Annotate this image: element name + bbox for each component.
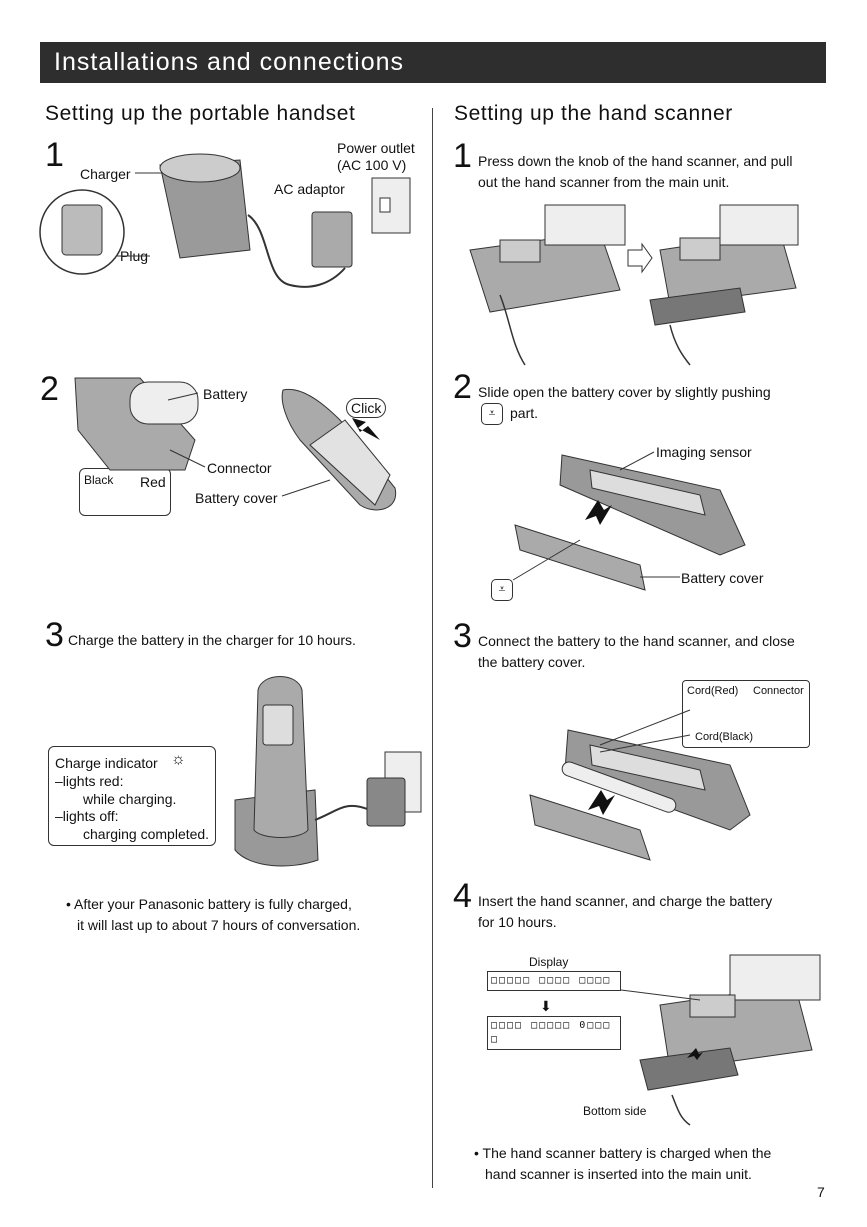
bottom-side-label: Bottom side xyxy=(583,1104,647,1118)
right-step1-text: Press down the knob of the hand scanner,… xyxy=(478,151,792,193)
right-step4-line2: for 10 hours. xyxy=(478,914,557,930)
page-title: Installations and connections xyxy=(54,48,405,76)
black-label: Black xyxy=(84,473,114,487)
power-outlet-label: Power outlet (AC 100 V) xyxy=(337,140,415,174)
right-note-line2: hand scanner is inserted into the main u… xyxy=(485,1166,752,1182)
left-step1-number: 1 xyxy=(45,136,64,174)
right-step1-number: 1 xyxy=(453,137,472,175)
cord-red-label: Cord(Red) xyxy=(687,685,739,697)
right-step4-text: Insert the hand scanner, and charge the … xyxy=(478,891,772,933)
power-outlet-line1: Power outlet xyxy=(337,140,415,156)
connector-detail-box: Black Red xyxy=(79,468,171,516)
right-note: • The hand scanner battery is charged wh… xyxy=(474,1143,771,1185)
column-divider xyxy=(432,108,433,1188)
down-arrow-icon: ⬇ xyxy=(540,998,552,1014)
right-step3-line1: Connect the battery to the hand scanner,… xyxy=(478,633,795,649)
right-battery-cover-label: Battery cover xyxy=(681,570,764,586)
left-step3-text: Charge the battery in the charger for 10… xyxy=(68,632,356,648)
left-note-line1: • After your Panasonic battery is fully … xyxy=(66,896,352,912)
charge-indicator-box: Charge indicator ☼ –lights red: while ch… xyxy=(48,746,216,846)
power-outlet-line2: (AC 100 V) xyxy=(337,157,407,173)
right-step1-line2: out the hand scanner from the main unit. xyxy=(478,174,730,190)
page-number: 7 xyxy=(817,1184,825,1200)
connector-label: Connector xyxy=(207,460,272,476)
right-note-line1-text: The hand scanner battery is charged when… xyxy=(482,1145,772,1161)
cord-detail-box: Cord(Red) Connector Cord(Black) xyxy=(682,680,810,748)
left-step2-number: 2 xyxy=(40,370,59,408)
push-mark-icon: ⩡ xyxy=(481,403,503,425)
indicator-line1: –lights red: xyxy=(55,773,124,789)
lcd-line1: □□□□□ □□□□ □□□□ xyxy=(487,971,621,991)
lcd-line2: □□□□ □□□□□ 0□□□ □ xyxy=(487,1016,621,1050)
battery-label: Battery xyxy=(203,386,248,402)
cord-connector-label: Connector xyxy=(753,685,804,697)
right-step4-number: 4 xyxy=(453,877,472,915)
left-step3-number: 3 xyxy=(45,616,64,654)
right-step2-line1: Slide open the battery cover by slightly… xyxy=(478,384,771,400)
right-step2-line2: part. xyxy=(510,405,539,421)
lcd-line2b: □ xyxy=(491,1034,500,1045)
lcd-line2a: □□□□ □□□□□ 0□□□ xyxy=(491,1020,612,1031)
indicator-line3: –lights off: xyxy=(55,808,119,824)
charger-label: Charger xyxy=(80,166,131,182)
right-note-line1: • The hand scanner battery is charged wh… xyxy=(474,1145,772,1161)
imaging-sensor-label: Imaging sensor xyxy=(656,444,752,460)
right-step4-line1: Insert the hand scanner, and charge the … xyxy=(478,893,773,909)
left-note-line1-text: After your Panasonic battery is fully ch… xyxy=(74,896,352,912)
left-note: • After your Panasonic battery is fully … xyxy=(66,894,360,936)
indicator-line2: while charging. xyxy=(83,791,177,807)
click-bubble: Click xyxy=(346,398,387,418)
indicator-line4: charging completed. xyxy=(83,826,210,842)
cord-black-label: Cord(Black) xyxy=(695,731,754,743)
display-label: Display xyxy=(529,955,569,969)
battery-cover-label: Battery cover xyxy=(195,490,278,506)
right-step1-line1: Press down the knob of the hand scanner,… xyxy=(478,153,793,169)
right-step3-line2: the battery cover. xyxy=(478,654,586,670)
left-heading: Setting up the portable handset xyxy=(45,102,356,125)
title-bar: Installations and connections xyxy=(40,42,826,83)
right-step2-number: 2 xyxy=(453,368,472,406)
charge-indicator-title: Charge indicator xyxy=(55,755,158,771)
push-mark-icon-2: ⩡ xyxy=(491,579,513,601)
light-icon: ☼ xyxy=(171,751,186,768)
right-step3-number: 3 xyxy=(453,617,472,655)
right-heading: Setting up the hand scanner xyxy=(454,102,733,125)
red-label: Red xyxy=(140,474,166,490)
left-note-line2: it will last up to about 7 hours of conv… xyxy=(77,917,361,933)
ac-adaptor-label: AC adaptor xyxy=(274,181,345,197)
right-step3-text: Connect the battery to the hand scanner,… xyxy=(478,631,795,673)
